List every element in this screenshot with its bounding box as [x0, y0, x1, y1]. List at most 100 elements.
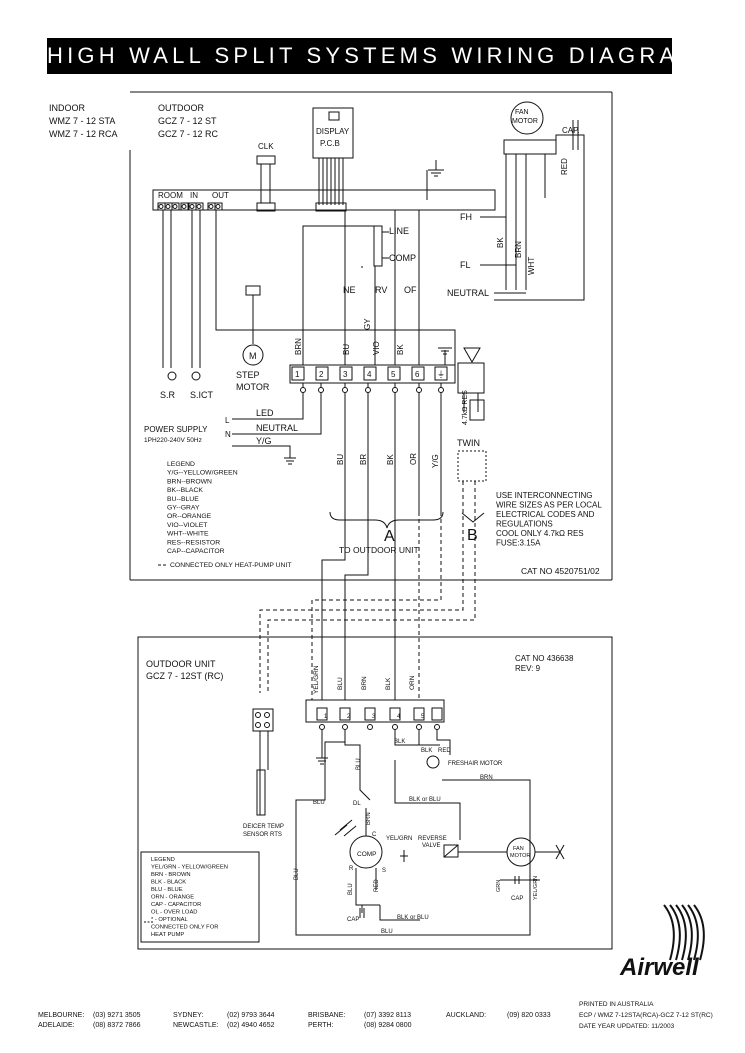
footer-printed: PRINTED IN AUSTRALIA — [579, 1001, 654, 1008]
outdoor-heading: OUTDOOR — [158, 103, 204, 113]
footer-office: (08) 9284 0800 — [364, 1022, 412, 1029]
terminal-number: 1 — [295, 370, 300, 379]
terminal-cell — [411, 366, 425, 381]
control-board — [152, 189, 496, 211]
fl-label: FL — [460, 260, 471, 270]
logo-stroke — [693, 904, 705, 961]
neutral-label2: NEUTRAL — [447, 288, 489, 298]
yel-grn-od: YEL/GRN — [386, 836, 412, 842]
brace-b — [461, 512, 485, 523]
legend2-item: HEAT PUMP — [151, 932, 184, 938]
od-terminal-cell — [339, 707, 351, 721]
blu-label-v: BLU — [356, 758, 362, 770]
terminal-number: 3 — [343, 370, 348, 379]
outdoor-unit-title: OUTDOOR UNIT — [146, 659, 216, 669]
to-outdoor-label: TO OUTDOOR UNIT — [339, 545, 419, 555]
label-a: A — [384, 528, 395, 545]
twin-connector — [457, 450, 487, 482]
step-motor-m: M — [249, 351, 257, 361]
outdoor-unit-model: GCZ 7 - 12ST (RC) — [146, 671, 223, 681]
od-fan-cap-label: CAP — [511, 896, 523, 902]
blu-bottom-label: BLU — [381, 929, 393, 935]
od-wire-label: BRN — [361, 676, 368, 690]
legend2-item: BLU - BLUE — [151, 887, 183, 893]
deicer-pin — [255, 722, 261, 728]
wht-label: WHT — [527, 257, 536, 275]
wire-label-brn: BRN — [294, 338, 303, 355]
deicer-pin — [264, 722, 270, 728]
deicer-label: SENSOR RTS — [243, 832, 282, 838]
od-wire-blk — [394, 730, 440, 746]
wire-neutral — [232, 392, 322, 435]
comp-label-od: COMP — [357, 851, 377, 858]
od-fan-label: MOTOR — [510, 853, 530, 859]
terminal-number: 5 — [391, 370, 396, 379]
reverse-valve-x — [443, 844, 459, 858]
fm-blk: BLK — [421, 748, 432, 754]
legend2-item: * - OPTIONAL — [151, 917, 188, 923]
pin-dot — [181, 204, 187, 209]
footer-office: AUCKLAND: — [446, 1012, 486, 1019]
display-pcb — [312, 107, 354, 159]
legend-item: OR--ORANGE — [167, 513, 212, 520]
wire-label-yg2: Y/G — [431, 454, 440, 468]
logo-stroke — [669, 904, 681, 961]
od-terminal-dot — [434, 724, 440, 730]
wire-yg-down — [311, 512, 442, 700]
red-label: RED — [560, 158, 569, 175]
ne-label: NE — [343, 285, 356, 295]
cap-od-label: CAP — [347, 917, 359, 923]
legend-item: BRN--BROWN — [167, 478, 212, 485]
od-wire-blk-blu — [394, 760, 461, 840]
overload-hatch — [334, 819, 357, 837]
terminal-cell — [387, 366, 401, 381]
logo-stroke — [663, 904, 675, 961]
step-motor-connector — [245, 285, 261, 296]
cat-outdoor: CAT NO 436638 — [515, 654, 574, 663]
brn-label: BRN — [480, 775, 493, 781]
fan-x — [555, 844, 565, 860]
od-terminal-number: 2 — [347, 714, 351, 720]
od-terminal-block — [305, 699, 445, 723]
legend-item: VIO--VIOLET — [167, 522, 207, 529]
s-label: S — [382, 868, 386, 874]
indoor-model: WMZ 7 - 12 RCA — [49, 129, 118, 139]
rv-label: RV — [375, 285, 387, 295]
od-blk-label: BLK — [394, 739, 405, 745]
legend-item: WHT--WHITE — [167, 531, 209, 538]
fan-label: FAN — [515, 109, 529, 116]
dl-label: DL — [353, 801, 361, 807]
footer-printed: DATE YEAR UPDATED: 11/2003 — [579, 1023, 675, 1030]
brn-label-fan: BRN — [514, 241, 523, 258]
res-label: 4.7kΩ RES — [462, 390, 469, 425]
connector-pin — [180, 202, 189, 211]
r-label: R — [349, 866, 354, 872]
terminal-dot — [318, 387, 324, 393]
sensor-label: S.ICT — [190, 390, 214, 400]
indoor-fan-motor — [510, 101, 544, 135]
outdoor-frame — [137, 636, 613, 950]
od-wire-label: ORN — [409, 675, 416, 690]
logo-stroke — [681, 904, 693, 961]
outdoor-model: GCZ 7 - 12 ST — [158, 116, 217, 126]
note-line: WIRE SIZES AS PER LOCAL — [496, 501, 602, 510]
legend2-item: YEL/GRN - YELLOW/GREEN — [151, 865, 228, 871]
terminal-block — [289, 364, 456, 384]
legend-item: BU--BLUE — [167, 496, 199, 503]
terminal-dot — [342, 387, 348, 393]
out-label: OUT — [212, 191, 229, 200]
terminal-earth: ⏚ — [437, 370, 445, 379]
pin-dot — [196, 204, 202, 209]
terminal-number: 2 — [319, 370, 324, 379]
legend2-item: LEGEND — [151, 857, 175, 863]
reverse-label: REVERSE — [418, 836, 447, 842]
fan-connector — [503, 139, 557, 155]
wire-label-bu2: BU — [336, 454, 345, 465]
wire-led — [232, 392, 304, 420]
wire-label-bk: BK — [396, 344, 405, 355]
od-terminal-cell — [431, 707, 443, 721]
twin-label: TWIN — [457, 438, 480, 448]
pin-dot — [165, 204, 171, 209]
od-terminal-number: 5 — [421, 714, 425, 720]
freshair-motor — [426, 755, 440, 769]
